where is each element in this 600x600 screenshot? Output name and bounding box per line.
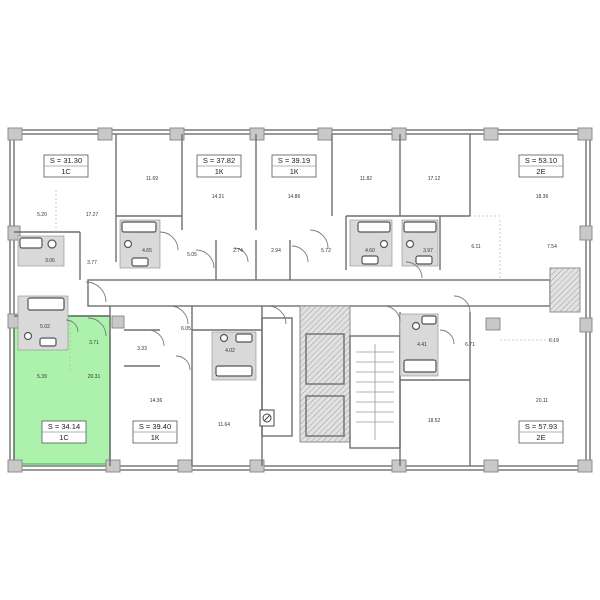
sink-icon	[39, 337, 57, 347]
apartment-type-label: 1К	[215, 167, 224, 176]
room-area: 18.36	[536, 194, 549, 200]
apartment-type-label: 1С	[59, 433, 69, 442]
bathtub-icon	[403, 221, 437, 233]
room-area: 14.31	[212, 194, 225, 200]
apartment-type-label: 1С	[61, 167, 71, 176]
corridor	[87, 267, 581, 313]
apartment-type-label: 1К	[151, 433, 160, 442]
room-area: 5.72	[321, 248, 331, 254]
room-area: 3.33	[137, 346, 147, 352]
sink-icon	[415, 255, 433, 265]
room-area: 17.27	[86, 212, 99, 218]
apartment-label-1c-top[interactable]: S = 31.30 1С	[43, 154, 89, 178]
room-area: 3.97	[423, 248, 433, 254]
doors	[65, 229, 471, 371]
room-area: 3.71	[89, 340, 99, 346]
toilet-icon	[405, 239, 415, 249]
room-area: 4.02	[225, 348, 235, 354]
room-area: 5.05	[187, 252, 197, 258]
apartment-type-label: 1К	[290, 167, 299, 176]
room-area: 4.41	[417, 342, 427, 348]
room-area: 18.52	[428, 418, 441, 424]
apartment-area-label: S = 34.14	[48, 422, 80, 431]
apartment-label-1k-b[interactable]: S = 39.19 1К	[271, 154, 317, 178]
bathtub-icon	[121, 221, 157, 233]
room-area: 2.94	[271, 248, 281, 254]
toilet-icon	[219, 333, 229, 343]
bathtub-icon	[403, 359, 437, 373]
apartment-type-label: 2Е	[536, 433, 545, 442]
sink-icon	[131, 257, 149, 267]
bathrooms	[17, 219, 439, 381]
building-outline	[7, 127, 593, 473]
room-area: 7.54	[547, 244, 557, 250]
stair-core	[259, 305, 401, 449]
apartment-area-label: S = 57.93	[525, 422, 557, 431]
utility-meter-icon	[259, 409, 275, 427]
top-row-walls	[14, 134, 501, 280]
sink-icon	[361, 255, 379, 265]
room-area: 6.05	[181, 326, 191, 332]
room-area: 6.11	[471, 244, 481, 250]
bathtub-icon	[215, 365, 253, 377]
room-areas: 11.69 17.27 5.20 3.77 3.06 14.31 4.65 5.…	[37, 176, 559, 428]
sink-icon	[235, 333, 253, 343]
room-area: 6.71	[465, 342, 475, 348]
room-area: 11.82	[360, 176, 372, 182]
bathtub-icon	[19, 237, 43, 249]
sink-icon	[421, 315, 437, 325]
apartment-type-label: 2Е	[536, 167, 545, 176]
room-area: 5.39	[37, 374, 47, 380]
room-area: 20.11	[536, 398, 548, 404]
bathtub-icon	[357, 221, 391, 233]
apartment-label-1k-a[interactable]: S = 37.82 1К	[196, 154, 242, 178]
room-area: 6.19	[549, 338, 559, 344]
room-area: 5.02	[40, 324, 50, 330]
toilet-icon	[47, 239, 57, 249]
room-area: 3.77	[87, 260, 97, 266]
apartment-area-label: S = 31.30	[50, 156, 82, 165]
room-area: 14.86	[288, 194, 301, 200]
staircase-icon	[356, 344, 394, 440]
room-area: 11.64	[218, 422, 230, 428]
room-area: 20.31	[88, 374, 101, 380]
room-area: 11.69	[146, 176, 158, 182]
apartment-label-1k-bottom[interactable]: S = 39.40 1К	[132, 420, 178, 444]
apartment-area-label: S = 53.10	[525, 156, 557, 165]
apartment-label-2e-bottom[interactable]: S = 57.93 2Е	[518, 420, 564, 444]
toilet-icon	[123, 239, 133, 249]
apartment-label-2e-top[interactable]: S = 53.10 2Е	[518, 154, 564, 178]
room-area: 17.12	[428, 176, 441, 182]
toilet-icon	[411, 321, 421, 331]
room-area: 4.60	[365, 248, 375, 254]
apartment-area-label: S = 39.19	[278, 156, 310, 165]
toilet-icon	[23, 331, 33, 341]
toilet-icon	[379, 239, 389, 249]
apartment-area-label: S = 37.82	[203, 156, 235, 165]
room-area: 14.36	[150, 398, 163, 404]
apartment-area-label: S = 39.40	[139, 422, 171, 431]
room-area: 4.65	[142, 248, 152, 254]
apartment-label-1c-selected[interactable]: S = 34.14 1С	[41, 420, 87, 444]
room-area: 3.06	[45, 258, 55, 264]
room-area: 2.74	[233, 248, 243, 254]
room-area: 5.20	[37, 212, 47, 218]
bathtub-icon	[27, 297, 65, 311]
